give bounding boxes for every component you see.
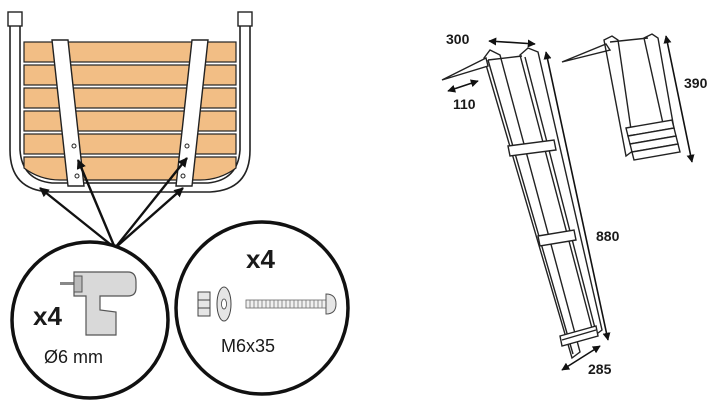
drill-icon xyxy=(60,271,137,336)
dimension-step-width: 285 xyxy=(588,361,612,377)
wood-plank xyxy=(23,133,237,155)
wood-plank xyxy=(23,64,237,86)
mounting-bracket-left xyxy=(51,39,85,187)
dimension-top-depth: 110 xyxy=(453,96,476,112)
dimension-top-width: 300 xyxy=(446,31,470,47)
wood-plank xyxy=(23,41,237,63)
bolt-icon xyxy=(245,293,337,315)
drill-callout: x4 Ø6 mm xyxy=(10,240,170,400)
folded-ladder xyxy=(561,33,681,161)
drill-diameter: Ø6 mm xyxy=(44,347,103,367)
dimension-arrows xyxy=(447,35,695,371)
bolt-size: M6x35 xyxy=(221,336,275,356)
mounting-bracket-right xyxy=(175,39,209,187)
dimension-extended-length: 880 xyxy=(596,228,620,244)
washer-icon xyxy=(216,286,232,322)
platform-drawing xyxy=(7,11,253,193)
hardware-quantity: x4 xyxy=(246,244,275,274)
nut-icon xyxy=(197,291,211,317)
hardware-callout: x4 M6x35 xyxy=(174,220,350,396)
dimension-folded-height: 390 xyxy=(684,75,708,91)
wood-plank xyxy=(23,110,237,132)
drill-hole-arrows xyxy=(39,157,188,249)
drill-quantity: x4 xyxy=(33,301,62,331)
wood-plank xyxy=(23,87,237,109)
